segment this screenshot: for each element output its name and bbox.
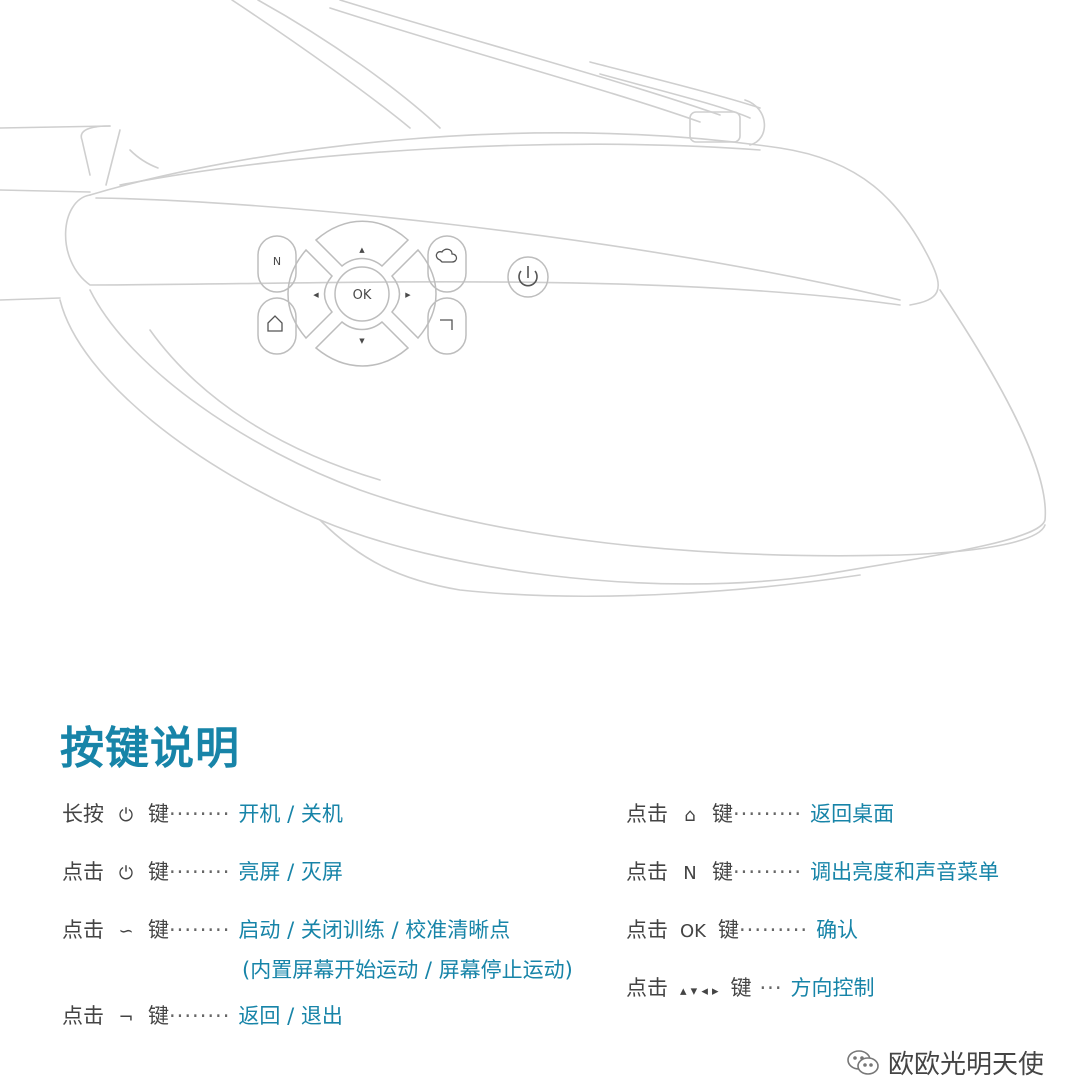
back-icon: ¬ <box>118 1007 134 1028</box>
n-key-icon: N <box>683 863 697 884</box>
action-label: 点击 <box>626 918 668 942</box>
ok-key-icon: OK <box>680 921 706 942</box>
up-arrow-icon: ▲ <box>359 246 365 254</box>
key-word: 键 <box>717 918 739 942</box>
action-label: 点击 <box>62 1004 104 1028</box>
key-word: 键 <box>148 802 169 826</box>
down-arrow-icon: ▼ <box>359 337 365 345</box>
key-description: 确认 <box>816 918 859 942</box>
right-arrow-icon: ▶ <box>405 291 411 299</box>
key-item: 点击 ∽ 键 ········ 启动 / 关闭训练 / 校准清晰点 <box>62 914 510 944</box>
key-item: 点击 N 键 ········· 调出亮度和声音菜单 <box>626 856 999 886</box>
leader-dots: ········ <box>169 802 231 826</box>
key-description: 开机 / 关机 <box>238 802 343 826</box>
power-icon: ⏻ <box>118 863 134 884</box>
key-word: 键 <box>148 1004 169 1028</box>
action-label: 点击 <box>626 976 668 1000</box>
device-illustration: OK N ▲ ▼ ◀ ▶ <box>0 0 1047 598</box>
leader-dots: ········· <box>733 860 803 884</box>
power-icon: ⏻ <box>118 805 134 826</box>
cycle-icon: ∽ <box>118 921 134 942</box>
key-item: 点击 ⏻ 键 ········ 亮屏 / 灭屏 <box>62 856 343 886</box>
key-description: 返回桌面 <box>810 802 895 826</box>
key-description: 方向控制 <box>790 976 875 1000</box>
key-word: 键 <box>712 802 733 826</box>
leader-dots: ········ <box>169 918 231 942</box>
arrow-keys-icon: ▴ ▾ ◂ ▸ <box>680 984 719 999</box>
home-icon: ⌂ <box>684 805 696 826</box>
key-item: 点击 ¬ 键 ········ 返回 / 退出 <box>62 1000 343 1030</box>
leader-dots: ········ <box>169 860 231 884</box>
key-description: 调出亮度和声音菜单 <box>810 860 1000 884</box>
key-word: 键 <box>148 918 169 942</box>
leader-dots: ··· <box>759 976 783 1000</box>
watermark: 欧欧光明天使 <box>846 1044 1044 1081</box>
action-label: 点击 <box>62 918 104 942</box>
n-button-label: N <box>273 255 281 268</box>
key-word: 键 <box>148 860 169 884</box>
key-description: 亮屏 / 灭屏 <box>238 860 343 884</box>
action-label: 长按 <box>62 802 104 826</box>
leader-dots: ········ <box>169 1004 231 1028</box>
key-word: 键 <box>730 976 752 1000</box>
action-label: 点击 <box>626 860 668 884</box>
key-item: 点击 ▴ ▾ ◂ ▸ 键 ··· 方向控制 <box>626 972 875 1002</box>
key-description: 启动 / 关闭训练 / 校准清晰点 <box>238 918 511 942</box>
key-item: 长按 ⏻ 键 ········ 开机 / 关机 <box>62 798 343 828</box>
ok-button-label: OK <box>353 288 372 303</box>
watermark-text: 欧欧光明天使 <box>887 1050 1044 1080</box>
action-label: 点击 <box>626 802 668 826</box>
leader-dots: ········· <box>738 918 809 942</box>
key-word: 键 <box>712 860 733 884</box>
key-description-continued: (内置屏幕开始运动 / 屏幕停止运动) <box>242 958 573 982</box>
key-description: 返回 / 退出 <box>238 1004 343 1028</box>
action-label: 点击 <box>62 860 104 884</box>
key-item: 点击 OK 键 ········· 确认 <box>626 914 858 944</box>
wechat-icon <box>847 1049 879 1075</box>
leader-dots: ········· <box>733 802 803 826</box>
page-title: 按键说明 <box>60 723 240 774</box>
left-arrow-icon: ◀ <box>313 291 319 299</box>
key-item: 点击 ⌂ 键 ········· 返回桌面 <box>626 798 894 828</box>
